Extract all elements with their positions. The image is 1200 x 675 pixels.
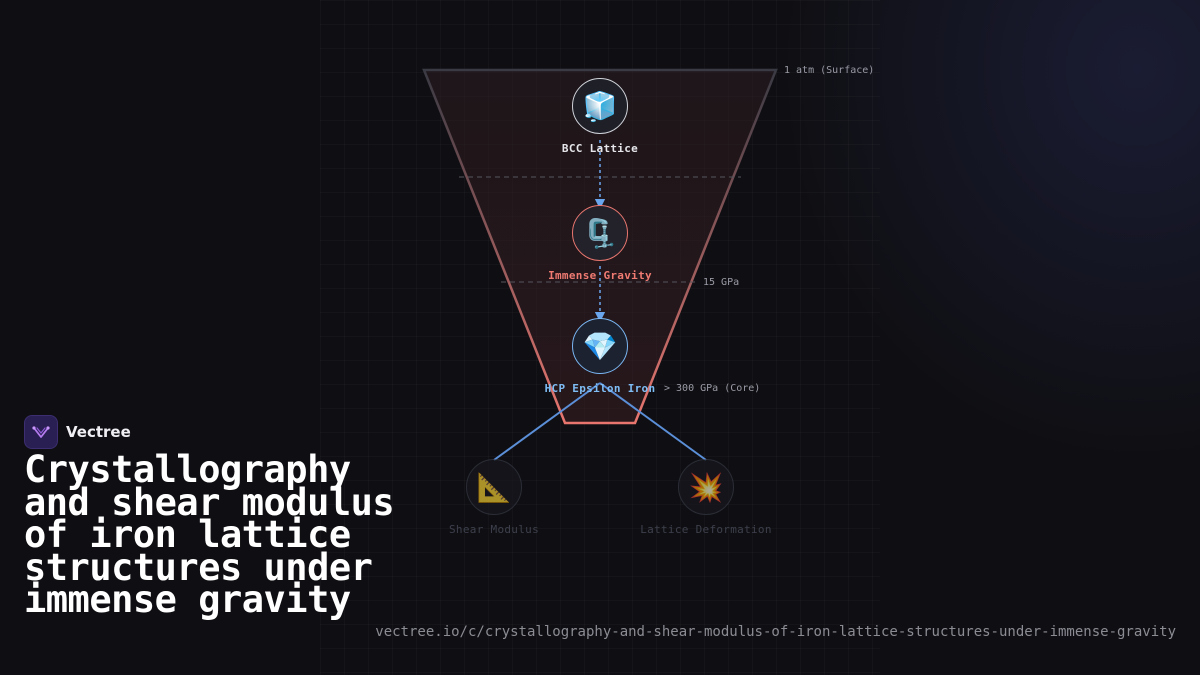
gem-icon[interactable]: 💎 xyxy=(572,318,628,374)
immense-gravity-label: Immense Gravity xyxy=(548,269,652,282)
page-title: Crystallography and shear modulus of iro… xyxy=(24,448,395,621)
brand-name: Vectree xyxy=(66,423,131,441)
shear-modulus-label: Shear Modulus xyxy=(449,523,539,536)
vectree-logo-icon xyxy=(24,415,58,449)
page-url[interactable]: vectree.io/c/crystallography-and-shear-m… xyxy=(375,624,1176,640)
connector-hcp-deformation xyxy=(599,382,707,461)
collision-icon[interactable]: 💥 xyxy=(678,459,734,515)
pressure-label-middle: 15 GPa xyxy=(703,277,740,288)
pressure-label-core: > 300 GPa (Core) xyxy=(664,383,761,394)
triangular-ruler-icon[interactable]: 📐 xyxy=(466,459,522,515)
clamp-icon[interactable]: 🗜️ xyxy=(572,205,628,261)
lattice-deformation-label: Lattice Deformation xyxy=(640,523,772,536)
brand: Vectree xyxy=(24,415,131,449)
background-glow xyxy=(780,0,1200,460)
pressure-label-surface: 1 atm (Surface) xyxy=(784,65,875,76)
bcc-lattice-label: BCC Lattice xyxy=(561,142,639,155)
ice-cube-icon[interactable]: 🧊 xyxy=(572,78,628,134)
connector-hcp-shear xyxy=(493,382,601,461)
hcp-epsilon-iron-label: HCP Epsilon Iron xyxy=(544,382,656,395)
